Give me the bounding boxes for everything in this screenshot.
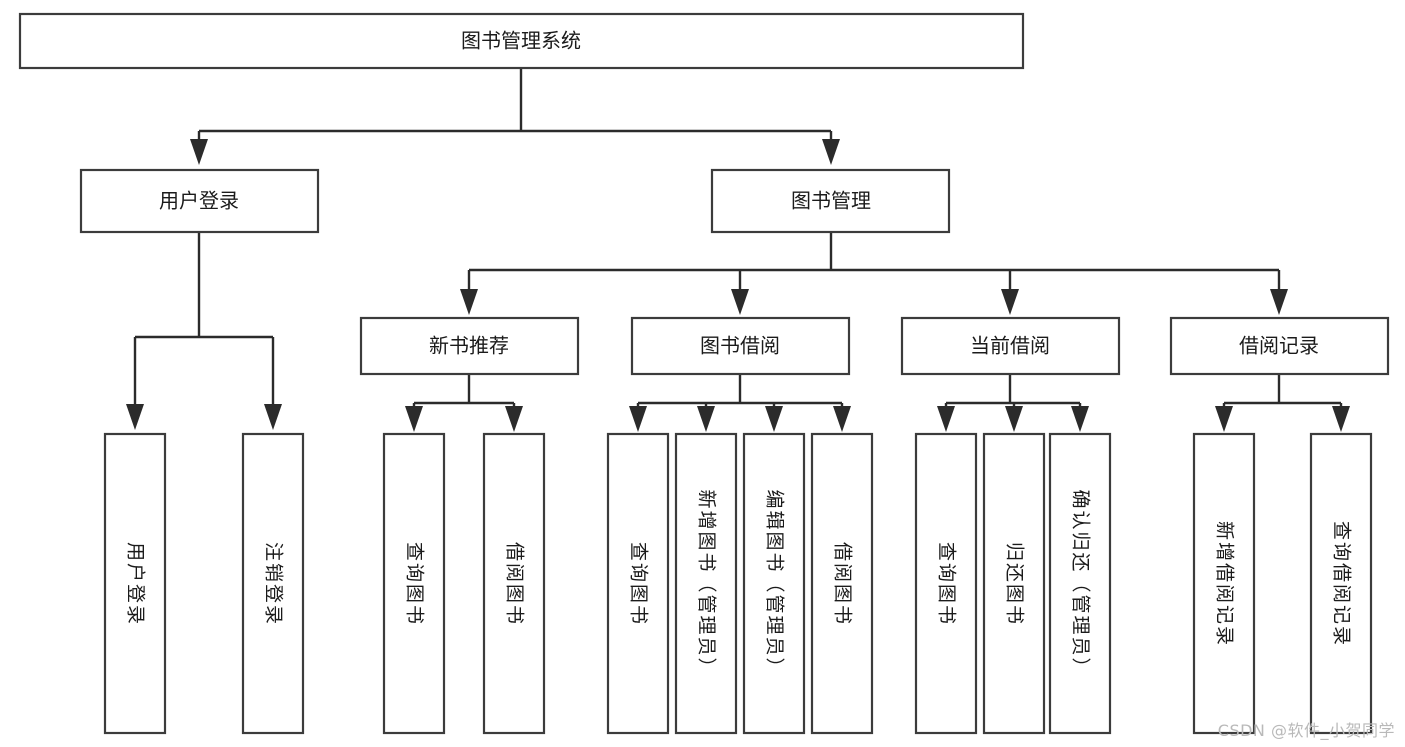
node-current-borrow-label: 当前借阅 <box>970 334 1050 358</box>
node-leaf-borrow-book-1-box[interactable] <box>482 432 546 735</box>
node-leaf-query-book-3-label: 查询图书 <box>936 542 958 626</box>
node-leaf-add-record[interactable]: 新增借阅记录 <box>1192 432 1256 735</box>
node-book-borrow-label: 图书借阅 <box>700 334 780 358</box>
node-leaf-return-book-box[interactable] <box>982 432 1046 735</box>
node-leaf-add-record-label: 新增借阅记录 <box>1214 521 1236 647</box>
node-current-borrow[interactable]: 当前借阅 <box>900 316 1121 376</box>
node-leaf-query-book-1-box[interactable] <box>382 432 446 735</box>
arrowhead-leaf-query-record <box>1332 406 1350 432</box>
node-root-label: 图书管理系统 <box>461 29 581 53</box>
node-borrow-record-box[interactable] <box>1169 316 1390 376</box>
arrowhead-current-borrow <box>1001 289 1019 315</box>
node-leaf-query-book-2-label: 查询图书 <box>628 542 650 626</box>
node-leaf-confirm-return-label: 确认归还（管理员） <box>1070 489 1092 678</box>
node-leaf-return-book-label: 归还图书 <box>1004 542 1026 626</box>
node-leaf-user-login[interactable]: 用户登录 <box>103 432 167 735</box>
arrowhead-leaf-return-book <box>1005 406 1023 432</box>
node-leaf-query-book-3-box[interactable] <box>914 432 978 735</box>
arrowhead-borrow-record <box>1270 289 1288 315</box>
node-leaf-borrow-book-2-box[interactable] <box>810 432 874 735</box>
node-leaf-add-record-box[interactable] <box>1192 432 1256 735</box>
arrowhead-leaf-query-book-1 <box>405 406 423 432</box>
node-user-login[interactable]: 用户登录 <box>79 168 320 234</box>
arrowhead-leaf-query-book-2 <box>629 406 647 432</box>
arrowhead-user-login <box>190 139 208 165</box>
node-leaf-edit-book-label: 编辑图书（管理员） <box>764 489 786 678</box>
arrowhead-leaf-borrow-book-1 <box>505 406 523 432</box>
node-leaf-add-book[interactable]: 新增图书（管理员） <box>674 432 738 735</box>
node-leaf-user-login-label: 用户登录 <box>125 542 147 626</box>
node-current-borrow-box[interactable] <box>900 316 1121 376</box>
node-leaf-query-book-1[interactable]: 查询图书 <box>382 432 446 735</box>
node-leaf-return-book[interactable]: 归还图书 <box>982 432 1046 735</box>
arrowhead-leaf-add-book <box>697 406 715 432</box>
node-new-book-rec-label: 新书推荐 <box>429 334 509 358</box>
arrowhead-new-book-rec <box>460 289 478 315</box>
node-book-manage-label: 图书管理 <box>791 189 871 213</box>
node-leaf-confirm-return[interactable]: 确认归还（管理员） <box>1048 432 1112 735</box>
node-leaf-logout[interactable]: 注销登录 <box>241 432 305 735</box>
node-book-borrow[interactable]: 图书借阅 <box>630 316 851 376</box>
node-root-box[interactable] <box>18 12 1025 70</box>
connector-layer <box>126 68 1350 432</box>
node-leaf-edit-book[interactable]: 编辑图书（管理员） <box>742 432 806 735</box>
node-leaf-borrow-book-1-label: 借阅图书 <box>504 542 526 626</box>
node-leaf-query-record[interactable]: 查询借阅记录 <box>1309 432 1373 735</box>
node-leaf-user-login-box[interactable] <box>103 432 167 735</box>
csdn-watermark: CSDN @软件_小贺同学 <box>1217 721 1395 740</box>
arrowhead-book-manage <box>822 139 840 165</box>
arrowhead-leaf-edit-book <box>765 406 783 432</box>
node-new-book-rec-box[interactable] <box>359 316 580 376</box>
node-book-borrow-box[interactable] <box>630 316 851 376</box>
node-leaf-query-record-box[interactable] <box>1309 432 1373 735</box>
node-leaf-query-book-2-box[interactable] <box>606 432 670 735</box>
arrowhead-leaf-logout <box>264 404 282 430</box>
arrowhead-leaf-confirm-return <box>1071 406 1089 432</box>
node-new-book-rec[interactable]: 新书推荐 <box>359 316 580 376</box>
node-borrow-record-label: 借阅记录 <box>1239 334 1319 358</box>
arrowhead-leaf-add-record <box>1215 406 1233 432</box>
node-leaf-query-record-label: 查询借阅记录 <box>1331 521 1353 647</box>
node-root[interactable]: 图书管理系统 <box>18 12 1025 70</box>
node-leaf-add-book-box[interactable] <box>674 432 738 735</box>
node-leaf-query-book-3[interactable]: 查询图书 <box>914 432 978 735</box>
node-book-manage-box[interactable] <box>710 168 951 234</box>
node-leaf-query-book-1-label: 查询图书 <box>404 542 426 626</box>
node-leaf-logout-box[interactable] <box>241 432 305 735</box>
node-book-manage[interactable]: 图书管理 <box>710 168 951 234</box>
arrowhead-leaf-user-login <box>126 404 144 430</box>
node-borrow-record[interactable]: 借阅记录 <box>1169 316 1390 376</box>
arrowhead-leaf-query-book-3 <box>937 406 955 432</box>
node-leaf-borrow-book-2-label: 借阅图书 <box>832 542 854 626</box>
arrowhead-book-borrow <box>731 289 749 315</box>
node-user-login-label: 用户登录 <box>159 189 239 213</box>
node-leaf-confirm-return-box[interactable] <box>1048 432 1112 735</box>
node-leaf-query-book-2[interactable]: 查询图书 <box>606 432 670 735</box>
node-user-login-box[interactable] <box>79 168 320 234</box>
node-leaf-logout-label: 注销登录 <box>263 542 285 626</box>
node-leaf-borrow-book-1[interactable]: 借阅图书 <box>482 432 546 735</box>
node-leaf-borrow-book-2[interactable]: 借阅图书 <box>810 432 874 735</box>
arrowhead-leaf-borrow-book-2 <box>833 406 851 432</box>
node-leaf-edit-book-box[interactable] <box>742 432 806 735</box>
node-leaf-add-book-label: 新增图书（管理员） <box>696 489 718 678</box>
